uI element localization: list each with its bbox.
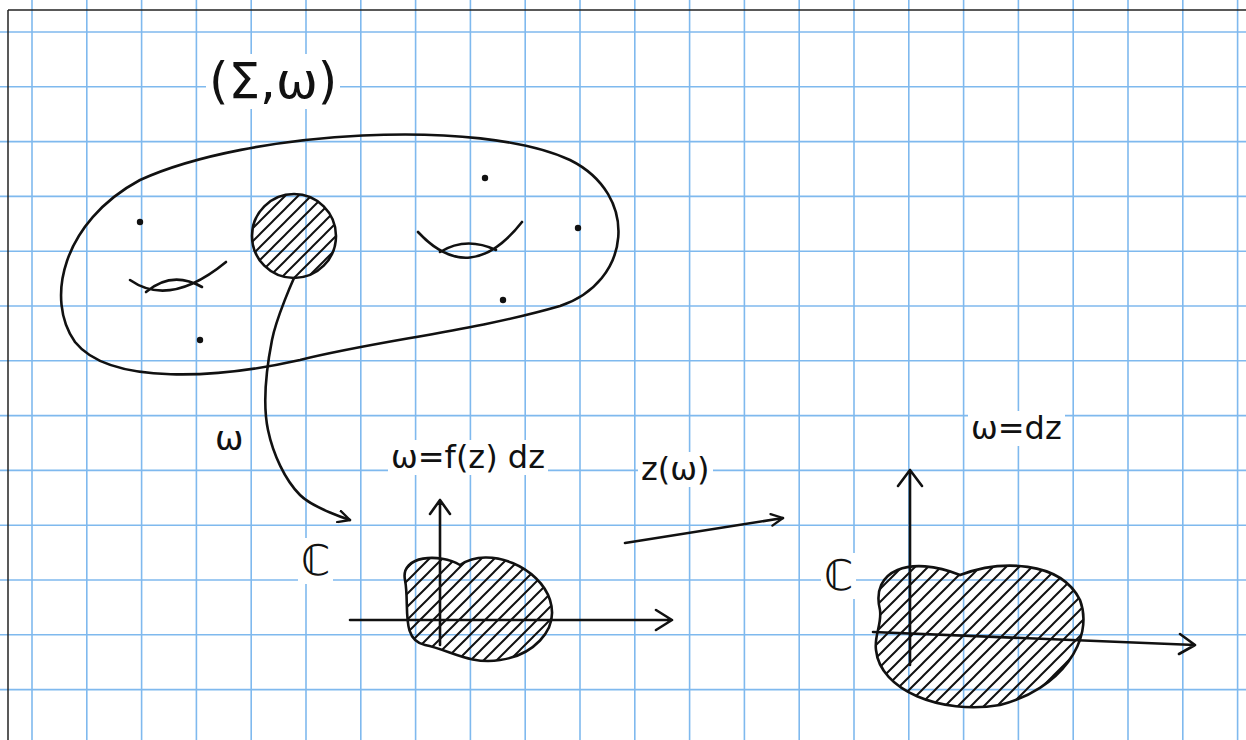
frame-line bbox=[8, 9, 1246, 11]
plane-label: ℂ bbox=[298, 538, 333, 584]
grid-line bbox=[0, 470, 1246, 472]
axis bbox=[430, 500, 450, 645]
grid-line bbox=[1237, 0, 1239, 740]
plane-label: ℂ bbox=[821, 553, 856, 599]
grid-line bbox=[31, 0, 33, 740]
grid-line bbox=[305, 0, 307, 740]
marked-point bbox=[482, 175, 488, 181]
grid-line bbox=[798, 0, 800, 740]
marked-point bbox=[575, 225, 581, 231]
node-heading: ω=f(z) dz bbox=[388, 440, 548, 475]
grid-line bbox=[853, 0, 855, 740]
grid-line bbox=[86, 0, 88, 740]
grid-line bbox=[0, 196, 1246, 198]
grid-line bbox=[0, 250, 1246, 252]
marked-point bbox=[500, 297, 506, 303]
node-heading: ω=dz bbox=[968, 411, 1065, 446]
grid-line bbox=[0, 86, 1246, 88]
handle bbox=[418, 222, 522, 258]
grid-line bbox=[141, 0, 143, 740]
axis bbox=[350, 610, 672, 630]
map-label: z(ω) bbox=[638, 452, 713, 487]
plane-blob bbox=[405, 558, 552, 661]
surface-outline bbox=[50, 110, 640, 395]
grid-line bbox=[579, 0, 581, 740]
grid-line bbox=[744, 0, 746, 740]
grid-line bbox=[360, 0, 362, 740]
grid-line bbox=[689, 0, 691, 740]
chart-disk bbox=[252, 194, 336, 278]
grid-line bbox=[0, 689, 1246, 691]
map-arrow bbox=[625, 518, 783, 543]
axis bbox=[873, 632, 1195, 654]
grid-line bbox=[0, 141, 1246, 143]
surface-outline: (Σ,ω) bbox=[50, 110, 640, 395]
frame-line bbox=[7, 10, 9, 740]
grid-line bbox=[0, 360, 1246, 362]
complex-plane bbox=[350, 490, 625, 670]
marked-point bbox=[137, 219, 143, 225]
marked-point bbox=[197, 337, 203, 343]
surface-outline bbox=[61, 134, 618, 374]
grid-line bbox=[1127, 0, 1129, 740]
map-label: ω bbox=[212, 420, 246, 457]
complex-plane: ω=f(z) dzℂ bbox=[350, 490, 625, 670]
handle bbox=[130, 262, 226, 292]
grid-line bbox=[634, 0, 636, 740]
node-heading: (Σ,ω) bbox=[206, 54, 340, 109]
grid-line bbox=[196, 0, 198, 740]
grid-line bbox=[0, 524, 1246, 526]
axis bbox=[898, 470, 922, 665]
complex-plane: ω=dzℂ bbox=[785, 465, 1205, 715]
grid-line bbox=[1182, 0, 1184, 740]
grid-line bbox=[0, 31, 1246, 33]
grid-line bbox=[0, 305, 1246, 307]
map-arrow bbox=[265, 278, 350, 520]
